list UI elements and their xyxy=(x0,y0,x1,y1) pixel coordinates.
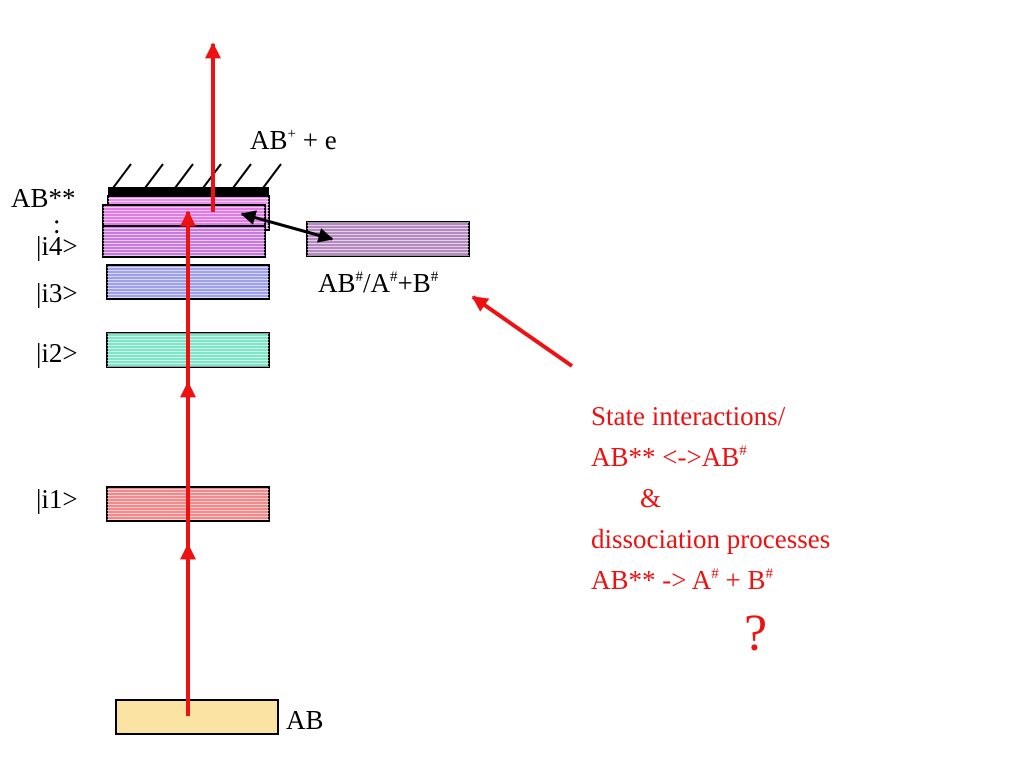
annotation-line-5: AB** -> A# + B# xyxy=(591,565,773,595)
ionization-threshold-hatch xyxy=(112,163,282,189)
ground-level xyxy=(115,699,279,735)
label-i1: |i1> xyxy=(36,484,78,514)
continuation-dots: : xyxy=(53,209,61,239)
excitation-arrows xyxy=(180,42,574,716)
question-mark: ? xyxy=(744,605,768,662)
state-interaction-arrow xyxy=(240,210,334,243)
superexcited-label: AB** xyxy=(11,183,76,213)
annotation-line-3: & xyxy=(640,483,662,513)
neutral-fragment-label: AB#/A#+B# xyxy=(318,268,439,298)
superexcited-level-hatch xyxy=(103,205,265,227)
annotation-text: State interactions/ AB** <->AB# & dissoc… xyxy=(591,396,830,601)
label-i2: |i2> xyxy=(36,338,78,368)
pointer-arrow xyxy=(471,295,574,368)
ground-label: AB xyxy=(286,705,324,735)
neutral-level-hatch xyxy=(307,222,469,256)
annotation-line-2: AB** <->AB# xyxy=(591,442,747,472)
label-i4: |i4> xyxy=(36,231,78,261)
ionization-threshold-bar xyxy=(108,187,269,195)
annotation-line-1: State interactions/ xyxy=(591,401,786,431)
ionization-label: AB+ + e xyxy=(250,125,337,155)
level-i4-hatch xyxy=(103,226,265,257)
annotation-line-4: dissociation processes xyxy=(591,524,831,554)
label-i3: |i3> xyxy=(36,278,78,308)
